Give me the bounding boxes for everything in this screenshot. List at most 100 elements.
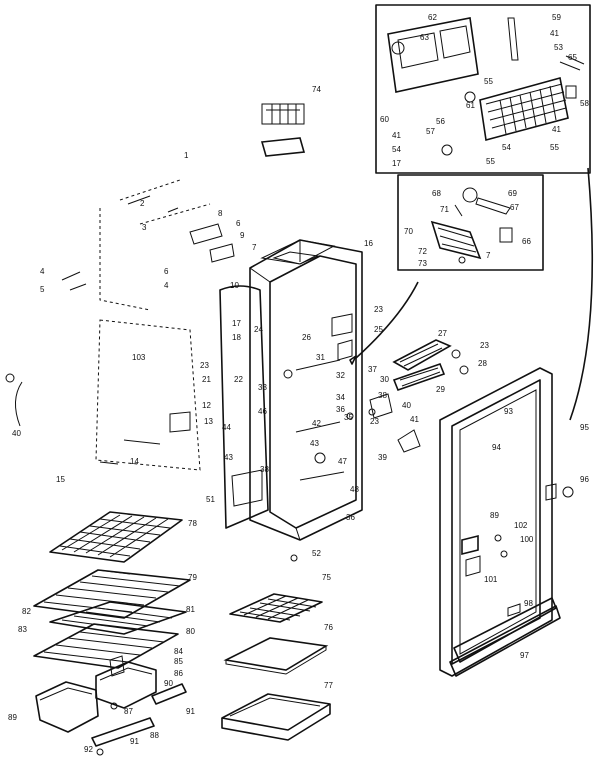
label-8: 8 (218, 209, 223, 218)
label-83: 83 (18, 625, 27, 634)
label-87: 87 (124, 707, 133, 716)
label-55-b: 55 (550, 143, 559, 152)
label-61: 61 (466, 101, 475, 110)
label-41-b: 41 (392, 131, 401, 140)
label-21: 21 (202, 375, 211, 384)
label-88: 88 (150, 731, 159, 740)
label-26: 26 (302, 333, 311, 342)
label-67: 67 (510, 203, 519, 212)
label-15: 15 (56, 475, 65, 484)
label-47: 47 (338, 457, 347, 466)
label-68: 68 (432, 189, 441, 198)
damper-inset (397, 174, 544, 271)
label-103: 103 (132, 353, 146, 362)
label-2: 2 (140, 199, 145, 208)
label-38: 38 (378, 391, 387, 400)
label-40-b: 40 (402, 401, 411, 410)
label-35: 35 (344, 413, 353, 422)
label-101: 101 (484, 575, 498, 584)
label-75: 75 (322, 573, 331, 582)
label-10: 10 (230, 281, 239, 290)
label-77: 77 (324, 681, 333, 690)
label-36-b: 36 (346, 513, 355, 522)
label-39: 39 (378, 453, 387, 462)
evaporator-inset (375, 4, 591, 174)
door-assembly (439, 367, 574, 677)
label-86: 86 (174, 669, 183, 678)
label-36: 36 (336, 405, 345, 414)
label-23-b: 23 (374, 305, 383, 314)
label-53: 53 (554, 43, 563, 52)
label-24: 24 (254, 325, 263, 334)
label-34: 34 (336, 393, 345, 402)
label-46: 46 (258, 407, 267, 416)
label-17-b: 17 (232, 319, 241, 328)
label-42: 42 (312, 419, 321, 428)
label-82: 82 (22, 607, 31, 616)
label-31: 31 (316, 353, 325, 362)
label-60: 60 (380, 115, 389, 124)
label-56: 56 (436, 117, 445, 126)
label-91-b: 91 (130, 737, 139, 746)
label-57: 57 (426, 127, 435, 136)
label-7: 7 (252, 243, 257, 252)
label-33: 33 (258, 383, 267, 392)
label-17: 17 (392, 159, 401, 168)
label-78: 78 (188, 519, 197, 528)
label-62: 62 (428, 13, 437, 22)
label-38-b: 38 (260, 465, 269, 474)
label-1: 1 (184, 151, 189, 160)
cabinet-liner (219, 239, 363, 562)
label-59: 59 (552, 13, 561, 22)
label-63: 63 (420, 33, 429, 42)
label-85: 85 (174, 657, 183, 666)
label-73: 73 (418, 259, 427, 268)
label-55: 55 (484, 77, 493, 86)
label-41-d: 41 (410, 415, 419, 424)
label-43-b: 43 (224, 453, 233, 462)
label-32: 32 (336, 371, 345, 380)
label-23-c: 23 (480, 341, 489, 350)
label-5: 5 (40, 285, 45, 294)
vent-and-control-parts (346, 339, 469, 453)
label-89-b: 89 (8, 713, 17, 722)
label-91: 91 (186, 707, 195, 716)
label-72: 72 (418, 247, 427, 256)
label-29: 29 (436, 385, 445, 394)
label-96: 96 (580, 475, 589, 484)
label-52: 52 (312, 549, 321, 558)
label-12: 12 (202, 401, 211, 410)
label-28: 28 (478, 359, 487, 368)
label-94: 94 (492, 443, 501, 452)
label-100: 100 (520, 535, 534, 544)
label-71: 71 (440, 205, 449, 214)
label-6: 6 (236, 219, 241, 228)
label-25: 25 (374, 325, 383, 334)
label-102: 102 (514, 521, 528, 530)
label-69: 69 (508, 189, 517, 198)
label-70: 70 (404, 227, 413, 236)
label-93: 93 (504, 407, 513, 416)
label-40: 40 (12, 429, 21, 438)
label-79: 79 (188, 573, 197, 582)
label-22: 22 (234, 375, 243, 384)
label-4: 4 (40, 267, 45, 276)
part-labels: 62 63 59 41 53 65 55 61 60 58 56 57 41 4… (8, 13, 589, 754)
label-9: 9 (240, 231, 245, 240)
label-41: 41 (550, 29, 559, 38)
bins (35, 655, 187, 756)
label-16: 16 (364, 239, 373, 248)
label-30: 30 (380, 375, 389, 384)
label-76: 76 (324, 623, 333, 632)
shelves (33, 511, 331, 741)
label-3: 3 (142, 223, 147, 232)
label-74: 74 (312, 85, 321, 94)
label-6-b: 6 (164, 267, 169, 276)
label-23-d: 23 (370, 417, 379, 426)
label-81: 81 (186, 605, 195, 614)
label-13: 13 (204, 417, 213, 426)
label-55-c: 55 (486, 157, 495, 166)
leader-arrow (569, 167, 594, 421)
label-84: 84 (174, 647, 183, 656)
